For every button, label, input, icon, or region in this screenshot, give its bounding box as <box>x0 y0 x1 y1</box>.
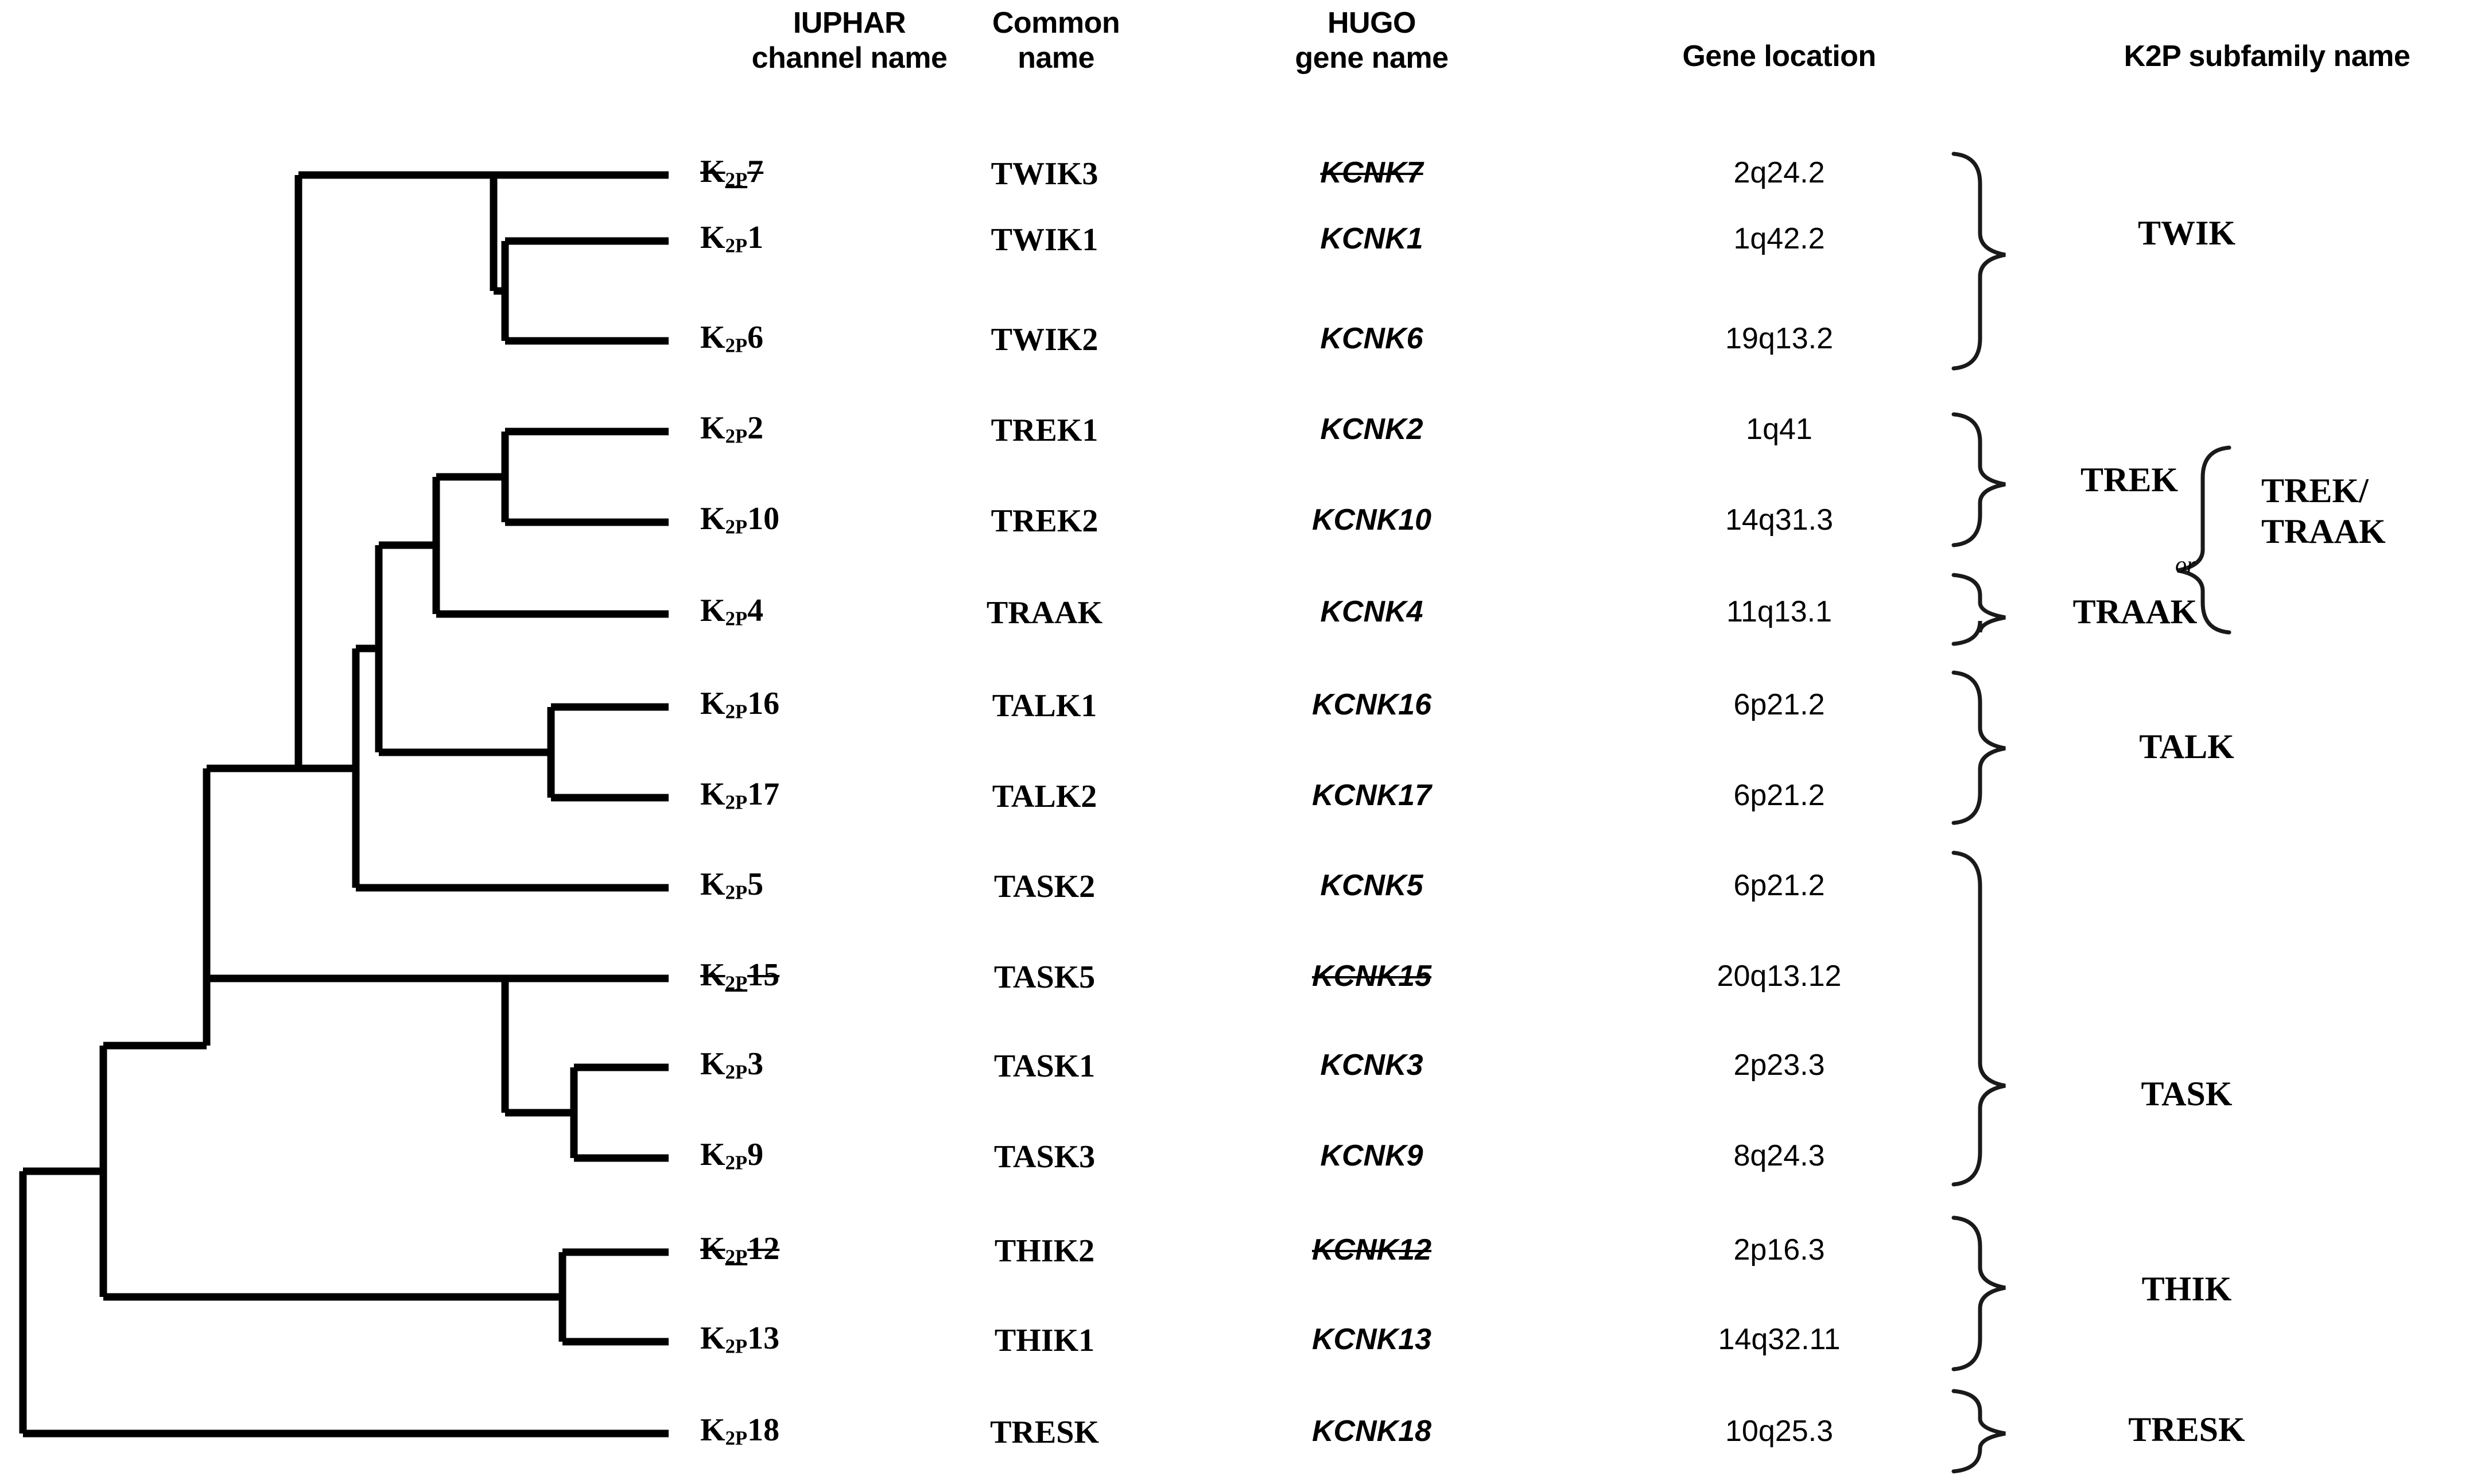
common-name: TASK1 <box>993 1048 1096 1084</box>
gene-location: 11q13.1 <box>1726 595 1833 628</box>
common-name: TASK5 <box>993 959 1096 995</box>
gene-location: 6p21.2 <box>1733 688 1825 721</box>
gene-location: 2p16.3 <box>1733 1233 1825 1267</box>
hugo-gene-name: KCNK4 <box>1320 595 1423 628</box>
column-header-common: Common name <box>992 6 1120 75</box>
gene-location: 1q42.2 <box>1733 222 1825 255</box>
common-name: THIK2 <box>994 1233 1095 1269</box>
or-label: or <box>2175 551 2196 577</box>
gene-location: 20q13.12 <box>1717 959 1842 993</box>
iuphar-channel-name: K2P12 <box>700 1231 780 1268</box>
hugo-gene-name: KCNK18 <box>1311 1415 1432 1448</box>
hugo-gene-name: KCNK6 <box>1320 322 1423 355</box>
common-name: TREK2 <box>991 503 1099 539</box>
hugo-gene-name: KCNK13 <box>1311 1323 1432 1356</box>
hugo-gene-name: KCNK12 <box>1311 1233 1432 1267</box>
hugo-gene-name: KCNK17 <box>1311 779 1432 812</box>
iuphar-channel-name: K2P7 <box>700 154 764 191</box>
subfamily-label-trek-traak-combined: TREK/ TRAAK <box>2261 472 2386 550</box>
subfamily-label-trek: TREK <box>2080 461 2179 499</box>
subfamily-label-task: TASK <box>2141 1075 2233 1113</box>
common-name: TREK1 <box>991 413 1099 448</box>
iuphar-channel-name: K2P16 <box>700 686 780 723</box>
hugo-gene-name: KCNK1 <box>1320 222 1423 255</box>
gene-location: 14q31.3 <box>1725 503 1833 537</box>
hugo-gene-name: KCNK2 <box>1320 413 1423 446</box>
common-name: THIK1 <box>994 1323 1095 1358</box>
iuphar-channel-name: K2P3 <box>700 1046 764 1083</box>
brace-thik <box>1951 1215 2006 1372</box>
column-header-hugo: HUGO gene name <box>1295 6 1449 75</box>
subfamily-label-tresk: TRESK <box>2128 1411 2245 1448</box>
brace-traak <box>1951 573 2006 646</box>
brace-tresk <box>1951 1389 2006 1474</box>
brace-trek <box>1951 412 2006 547</box>
common-name: TASK2 <box>993 869 1096 904</box>
hugo-gene-name: KCNK5 <box>1320 869 1423 902</box>
subfamily-label-talk: TALK <box>2139 728 2234 766</box>
common-name: TALK2 <box>992 779 1097 814</box>
hugo-gene-name: KCNK3 <box>1320 1048 1423 1082</box>
brace-twik <box>1951 151 2006 371</box>
subfamily-label-traak: TRAAK <box>2072 593 2198 631</box>
gene-location: 14q32.11 <box>1718 1323 1841 1356</box>
iuphar-channel-name: K2P4 <box>700 593 764 630</box>
dendrogram <box>19 171 669 1438</box>
common-name: TRAAK <box>986 595 1103 631</box>
brace-talk <box>1951 670 2006 825</box>
gene-location: 2p23.3 <box>1733 1048 1825 1082</box>
hugo-gene-name: KCNK16 <box>1311 688 1432 721</box>
column-header-subfamily: K2P subfamily name <box>2124 40 2411 73</box>
common-name: TRESK <box>990 1415 1099 1450</box>
column-header-location: Gene location <box>1682 40 1876 73</box>
gene-location: 8q24.3 <box>1733 1139 1825 1172</box>
column-header-iuphar: IUPHAR channel name <box>751 6 948 75</box>
hugo-gene-name: KCNK7 <box>1320 156 1423 189</box>
iuphar-channel-name: K2P9 <box>700 1137 764 1174</box>
iuphar-channel-name: K2P15 <box>700 957 780 994</box>
gene-location: 1q41 <box>1746 413 1812 446</box>
iuphar-channel-name: K2P6 <box>700 320 764 357</box>
gene-location: 6p21.2 <box>1733 869 1825 902</box>
common-name: TWIK3 <box>991 156 1099 192</box>
common-name: TALK1 <box>992 688 1097 724</box>
subfamily-label-twik: TWIK <box>2137 214 2236 252</box>
iuphar-channel-name: K2P18 <box>700 1412 780 1450</box>
common-name: TWIK1 <box>991 222 1099 258</box>
common-name: TASK3 <box>993 1139 1096 1175</box>
hugo-gene-name: KCNK15 <box>1311 959 1432 993</box>
gene-location: 10q25.3 <box>1725 1415 1833 1448</box>
gene-location: 6p21.2 <box>1733 779 1825 812</box>
hugo-gene-name: KCNK10 <box>1311 503 1432 537</box>
hugo-gene-name: KCNK9 <box>1320 1139 1423 1172</box>
iuphar-channel-name: K2P13 <box>700 1320 780 1358</box>
brace-task <box>1951 850 2006 1187</box>
iuphar-channel-name: K2P1 <box>700 220 764 257</box>
iuphar-channel-name: K2P5 <box>700 867 764 904</box>
iuphar-channel-name: K2P10 <box>700 501 780 538</box>
common-name: TWIK2 <box>991 322 1099 358</box>
gene-location: 19q13.2 <box>1725 322 1833 355</box>
brace-trek-traak-combined <box>2177 445 2231 635</box>
iuphar-channel-name: K2P17 <box>700 776 780 814</box>
subfamily-label-thik: THIK <box>2141 1270 2232 1308</box>
iuphar-channel-name: K2P2 <box>700 410 764 448</box>
gene-location: 2q24.2 <box>1733 156 1825 189</box>
